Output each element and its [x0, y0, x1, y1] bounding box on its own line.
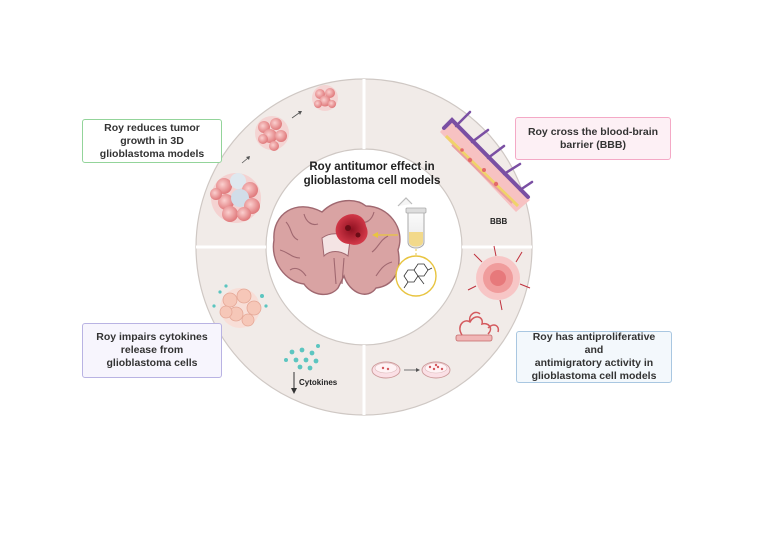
box-reduces-tumor-growth: Roy reduces tumor growth in 3D glioblast… [82, 119, 222, 163]
spheroid-small [312, 85, 338, 111]
box-antiproliferative: Roy has antiproliferative and antimigrat… [516, 331, 672, 383]
spheroid-medium [255, 116, 289, 151]
cell-cluster-icon [212, 284, 268, 328]
box-impairs-cytokines: Roy impairs cytokines release from gliob… [82, 323, 222, 378]
molecule-icon [395, 255, 437, 297]
tube-icon [397, 197, 427, 249]
box-antiproliferative-text: Roy has antiproliferative and antimigrat… [531, 331, 657, 382]
spheroid-large [210, 173, 261, 223]
spheroid-cluster-icon [210, 85, 338, 223]
center-title: Roy antitumor effect in glioblastoma cel… [303, 161, 441, 187]
brain-tumor-icon [272, 199, 401, 295]
box-crosses-bbb: Roy cross the blood-brain barrier (BBB) [515, 117, 671, 160]
cytokine-dots-icon [284, 344, 320, 394]
box-impairs-cytokines-text: Roy impairs cytokines release from gliob… [96, 331, 208, 369]
capillary-icon [455, 311, 500, 342]
box-reduces-tumor-growth-text: Roy reduces tumor growth in 3D glioblast… [99, 121, 205, 160]
bbb-label: BBB [490, 217, 508, 226]
tumor-cell-icon [467, 245, 531, 311]
blood-vessel-icon [440, 110, 534, 212]
box-crosses-bbb-text: Roy cross the blood-brain barrier (BBB) [527, 125, 659, 151]
petri-dish-icon [371, 361, 451, 379]
cytokines-label: Cytokines [299, 378, 338, 387]
